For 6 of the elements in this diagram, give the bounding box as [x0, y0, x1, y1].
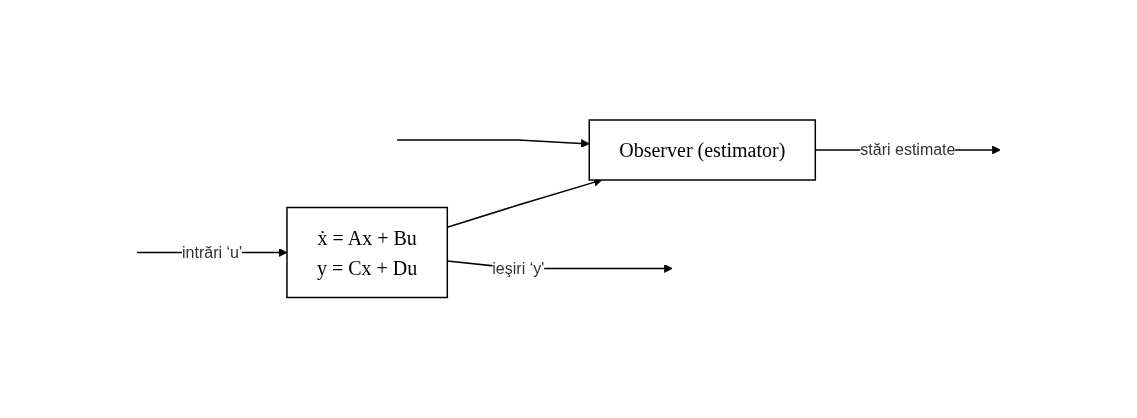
edge-label: intrări ‘u'	[181, 243, 242, 261]
edge-label: stări estimate	[860, 141, 956, 159]
arrow	[396, 139, 590, 149]
node-box: Observer (estimator)	[588, 119, 816, 181]
edge-label: ieşiri ‘y'	[492, 259, 545, 277]
node-box: ẋ = Ax + Bu y = Cx + Du	[286, 207, 448, 299]
